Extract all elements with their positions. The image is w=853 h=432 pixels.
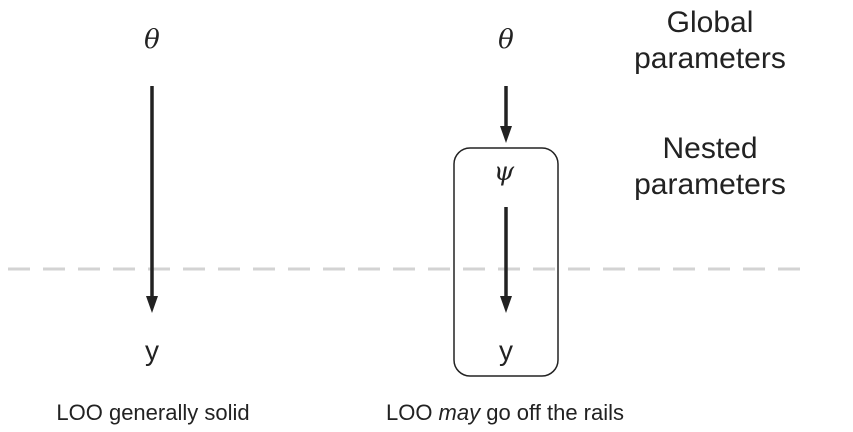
side-labels: Global parameters Nested parameters [634, 6, 786, 201]
theta-to-psi-arrowhead [500, 126, 512, 143]
right-theta-symbol: θ [498, 25, 514, 55]
right-caption: LOO may go off the rails [386, 400, 624, 425]
global-label-line2: parameters [634, 42, 786, 75]
right-caption-emphasis: may [439, 400, 483, 425]
psi-to-y-arrowhead [500, 296, 512, 313]
psi-symbol: ψ [494, 157, 515, 187]
left-y-symbol: y [145, 335, 159, 366]
nested-label-line2: parameters [634, 168, 786, 201]
left-caption: LOO generally solid [56, 400, 249, 425]
left-theta-symbol: θ [144, 25, 160, 55]
left-theta-to-y-arrowhead [146, 296, 158, 313]
nested-group-box [453, 147, 559, 377]
right-model: θ ψ y LOO may go off the rails [386, 25, 624, 425]
right-caption-after: go off the rails [480, 400, 624, 425]
global-label-line1: Global [667, 6, 754, 39]
left-model: θ y LOO generally solid [56, 25, 249, 425]
right-caption-before: LOO [386, 400, 439, 425]
right-y-symbol: y [499, 335, 513, 366]
nested-label-line1: Nested [662, 132, 757, 165]
